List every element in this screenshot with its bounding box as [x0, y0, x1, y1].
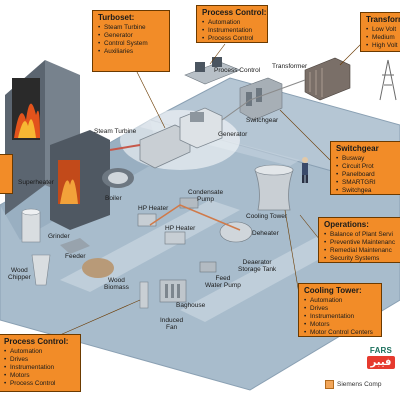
callout-title: Process Control:: [4, 337, 69, 346]
power-line: [221, 79, 306, 121]
callout-title: Process Control:: [202, 8, 267, 17]
label-condensate-pump: Condensate Pump: [188, 189, 224, 203]
callout-transformer: Transform Low Volt Medium High Volt: [360, 12, 400, 52]
callout-operations: Operations: Balance of Plant Servi Preve…: [318, 217, 400, 263]
hp-heater: [164, 231, 186, 245]
callout-item: Instrumentation: [202, 27, 263, 35]
feed-water-pump: [199, 261, 217, 273]
induced-fan-stack: [139, 281, 149, 309]
label-steam-turbine: Steam Turbine: [94, 128, 137, 135]
callout-item: Remedial Maintenanc: [324, 247, 396, 255]
callout-item: Security Systems: [324, 255, 396, 262]
callout-item: Steam Turbine: [98, 24, 165, 32]
legend-swatch: [325, 379, 334, 389]
callout-item: Process Control: [202, 35, 263, 42]
label-feeder: Feeder: [65, 253, 86, 260]
callout-item: Control System: [98, 40, 165, 48]
callout-item: Busway: [336, 155, 396, 163]
callout-item: Medium: [366, 34, 396, 42]
label-deaerator: Deaerator Storage Tank: [238, 259, 277, 273]
label-baghouse: Baghouse: [176, 302, 206, 309]
callout-item: Automation: [4, 348, 76, 356]
callout-item: SMARTGRI: [336, 179, 396, 187]
callout-item: Generator: [98, 32, 165, 40]
callout-item: Low Volt: [366, 26, 396, 34]
callout-item: Automation: [202, 19, 263, 27]
label-wood-chipper: Wood Chipper: [8, 267, 31, 281]
wood-chipper: [31, 254, 51, 286]
legend: Siemens Comp: [325, 378, 381, 390]
steam-turbine: [139, 124, 191, 169]
callout-item: Motors: [304, 321, 377, 329]
callout-switchgear: Switchgear Busway Circuit Prot Panelboar…: [330, 141, 400, 195]
callout-item: Balance of Plant Servi: [324, 231, 396, 239]
power-pylon: [379, 59, 397, 101]
deaerator-tank: [219, 221, 253, 243]
wood-biomass-pile: [82, 258, 114, 278]
label-wood-biomass: Wood Biomass: [104, 277, 129, 291]
steam-pipe: [109, 144, 141, 151]
label-feed-water-pump: Feed Water Pump: [205, 275, 241, 289]
cooling-tower: [254, 169, 294, 211]
flame-core: [18, 119, 36, 138]
label-grinder: Grinder: [48, 233, 70, 240]
callout-item: Automation: [304, 297, 377, 305]
label-superheater: Superheater: [18, 179, 54, 186]
callout-title: Cooling Tower:: [304, 286, 362, 295]
callout-item: Preventive Maintenanc: [324, 239, 396, 247]
callout-process-control-top: Process Control: Automation Instrumentat…: [196, 5, 268, 43]
callout-item: Drives: [4, 356, 76, 364]
transformer: [304, 57, 351, 101]
callout-process-control-bottom: Process Control: Automation Drives Instr…: [0, 334, 81, 392]
label-hp-heater: HP Heater: [138, 205, 169, 212]
callout-title: Switchgear: [336, 144, 379, 153]
legend-text: Siemens Comp: [337, 380, 382, 388]
callout-item: Motors: [4, 372, 76, 380]
callout-cooling-tower: Cooling Tower: Automation Drives Instrum…: [298, 283, 382, 337]
walkway: [180, 235, 345, 322]
callout-title: Turboset:: [98, 13, 135, 22]
label-induced-fan: Induced Fan: [160, 317, 184, 331]
worker: [302, 157, 308, 163]
watermark-logo: FARS ﻓﯿﺒﺮ: [362, 336, 400, 380]
label-transformer: Transformer: [272, 63, 308, 70]
label-hp-heater: HP Heater: [165, 225, 196, 232]
callout-item: Panelboard: [336, 171, 396, 179]
callout-title: Operations:: [324, 220, 369, 229]
callout-item: High Volt: [366, 42, 398, 50]
feeder: [60, 238, 90, 254]
label-deheater: Deheater: [252, 230, 279, 237]
callout-item: Instrumentation: [304, 313, 377, 321]
logo-text: FARS: [369, 346, 393, 355]
callout-turboset: Turboset: Steam Turbine Generator Contro…: [92, 10, 170, 72]
hp-heater: [137, 213, 157, 227]
control-desk: [184, 61, 241, 85]
callout-item: Switchgea: [336, 187, 396, 194]
callout-item: Circuit Prot: [336, 163, 396, 171]
grinder-silo: [21, 211, 41, 243]
label-boiler: Boiler: [105, 195, 122, 202]
callout-item: Auxiliaries: [98, 48, 165, 56]
callout-item: Drives: [304, 305, 377, 313]
water-pipe: [149, 204, 241, 231]
callout-item: Instrumentation: [4, 364, 76, 372]
label-switchgear: Switchgear: [246, 117, 279, 124]
logo-brand: ﻓﯿﺒﺮ: [366, 356, 396, 369]
callout-item: Motor Control Centers: [304, 329, 377, 336]
callout-left-edge: [0, 154, 13, 194]
callout-title: Transform: [366, 15, 400, 24]
label-process-control: Process Control: [214, 67, 261, 74]
callout-item: Process Control: [4, 380, 76, 388]
label-generator: Generator: [218, 131, 248, 138]
label-cooling-tower: Cooling Tower: [246, 213, 288, 220]
